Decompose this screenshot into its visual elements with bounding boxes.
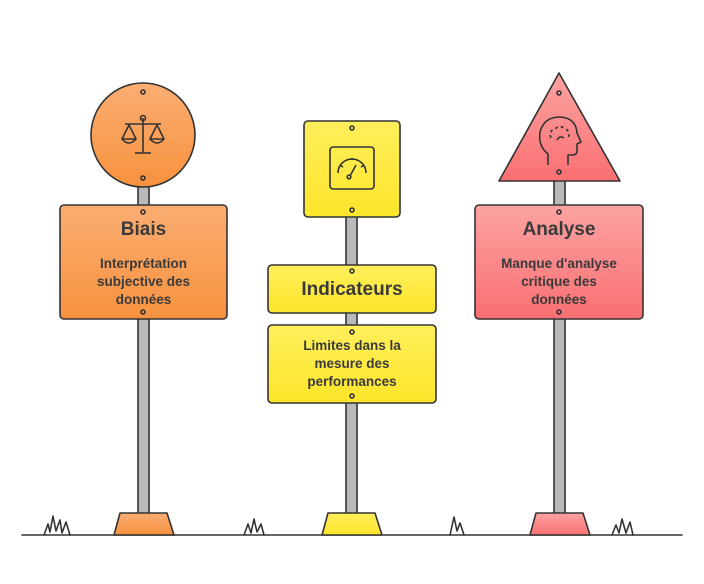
title-board <box>267 264 437 314</box>
sign-biais-title: Biais <box>120 219 167 240</box>
sign-analyse-description: Manque d'analyse critique des données <box>501 256 617 307</box>
sign-analyse-title: Analyse <box>522 219 596 240</box>
sign-biais <box>59 82 228 536</box>
grass-tuft-2 <box>243 518 265 536</box>
grass-tuft-1 <box>43 515 71 536</box>
gauge-icon <box>329 146 375 190</box>
pole-base <box>113 512 175 536</box>
sign-analyse <box>474 72 644 536</box>
scales-icon <box>121 114 165 154</box>
sign-indicateurs-title: Indicateurs <box>301 279 403 300</box>
sign-board <box>59 204 228 320</box>
grass-tuft-3 <box>449 516 465 536</box>
sign-indicateurs-description: Limites dans la mesure des performances <box>303 338 401 389</box>
triangle-sign <box>498 72 621 182</box>
square-sign <box>303 120 401 218</box>
sign-board <box>474 204 644 320</box>
pole-base <box>529 512 591 536</box>
description-board <box>267 324 437 404</box>
sign-biais-description: Interprétation subjective des données <box>96 256 191 307</box>
grass-tuft-4 <box>611 518 634 536</box>
head-brain-icon <box>538 116 582 165</box>
sign-indicateurs <box>267 120 437 536</box>
pole-base <box>321 512 383 536</box>
